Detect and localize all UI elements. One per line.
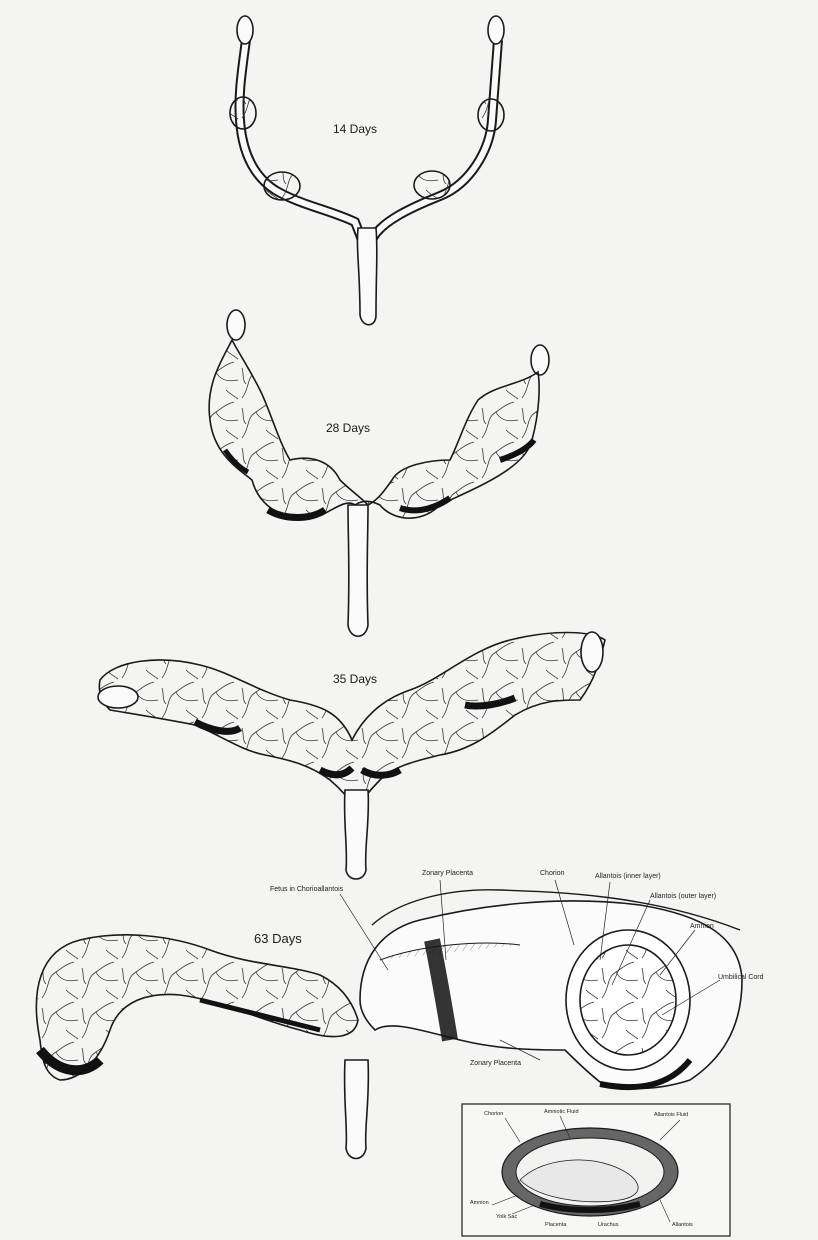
inset-label-urachus: Urachus (598, 1222, 618, 1228)
inset-label-allantois-fluid: Allantois Fluid (654, 1112, 688, 1118)
stage-label-28-days: 28 Days (326, 421, 370, 435)
label-allantois-outer-layer: Allantois (outer layer) (650, 893, 716, 900)
inset-label-allantois: Allantois (672, 1222, 693, 1228)
inset-label-chorion: Chorion (484, 1111, 503, 1117)
label-umbilical-cord: Umbilical Cord (718, 974, 764, 981)
inset-label-placenta: Placenta (545, 1222, 566, 1228)
label-zonary-placenta-bottom: Zonary Placenta (470, 1060, 521, 1067)
label-zonary-placenta-top: Zonary Placenta (422, 870, 473, 877)
inset-label-amnion: Amnion (470, 1200, 489, 1206)
label-allantois-inner-layer: Allantois (inner layer) (595, 873, 661, 880)
stage-28-days-uterus (209, 310, 549, 636)
stage-label-63-days: 63 Days (254, 931, 302, 946)
stage-label-35-days: 35 Days (333, 672, 377, 686)
stage-14-days-uterus (230, 16, 504, 325)
inset-label-yolk-sac: Yolk Sac (496, 1214, 517, 1220)
stage-35-days-uterus (98, 632, 605, 879)
inset-label-amniotic-fluid: Amniotic Fluid (544, 1109, 579, 1115)
label-chorion: Chorion (540, 870, 565, 877)
label-amnion: Amnion (690, 923, 714, 930)
label-fetus-in-chorioallantois: Fetus in Chorioallantois (270, 886, 343, 893)
stage-label-14-days: 14 Days (333, 122, 377, 136)
